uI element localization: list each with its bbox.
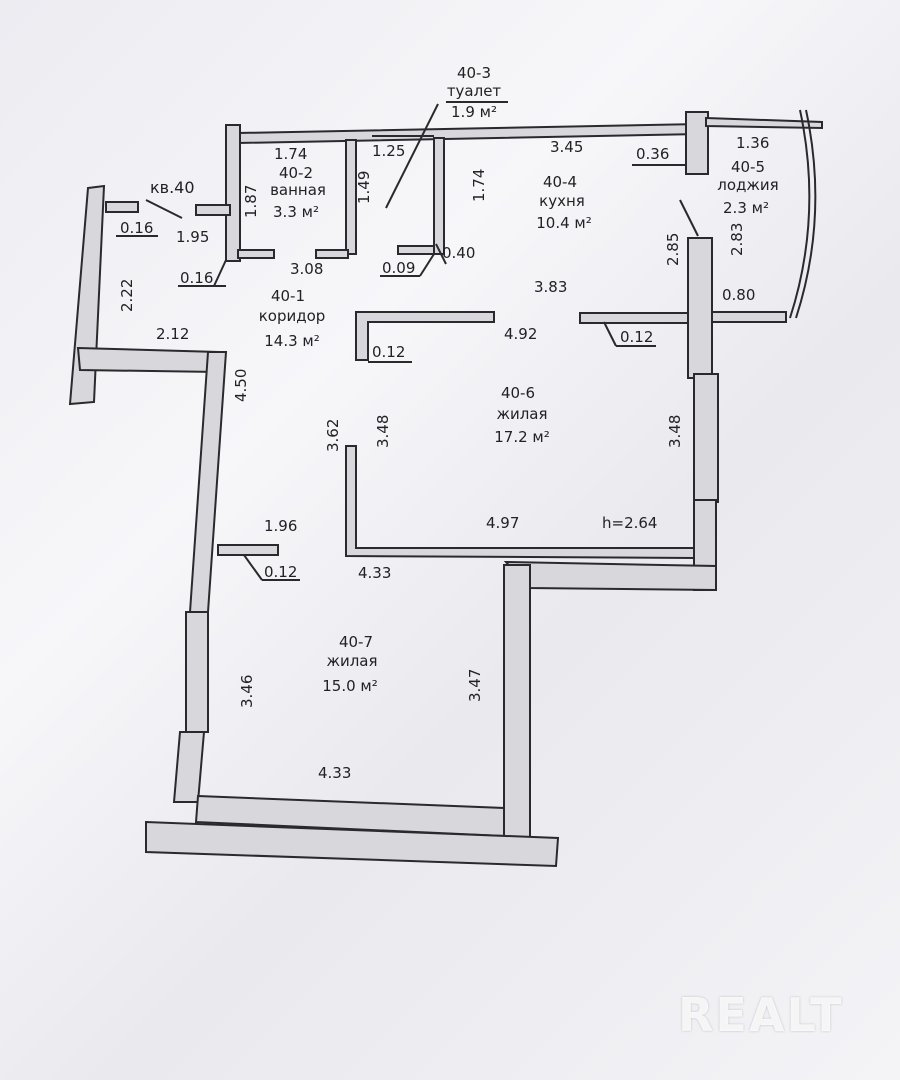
leader-lines xyxy=(116,101,699,581)
step-wall xyxy=(503,560,717,592)
realt-watermark-logo: REALT xyxy=(678,988,844,1042)
svg-text:3.08: 3.08 xyxy=(290,260,323,278)
svg-text:0.16: 0.16 xyxy=(180,269,213,287)
svg-text:4.33: 4.33 xyxy=(318,764,351,782)
svg-text:0.80: 0.80 xyxy=(722,286,755,304)
living-partition xyxy=(345,445,695,560)
right-window xyxy=(693,373,719,503)
svg-text:2.83: 2.83 xyxy=(728,223,746,256)
room-40-6: 40-6 жилая 17.2 м² xyxy=(494,384,550,446)
loggia-curve-inner xyxy=(795,109,817,319)
svg-text:туалет: туалет xyxy=(447,82,502,100)
svg-text:3.48: 3.48 xyxy=(374,415,392,448)
svg-text:40-1: 40-1 xyxy=(271,287,305,305)
svg-text:0.36: 0.36 xyxy=(636,145,669,163)
svg-text:1.95: 1.95 xyxy=(176,228,209,246)
svg-text:17.2 м²: 17.2 м² xyxy=(494,428,550,446)
svg-text:3.48: 3.48 xyxy=(666,415,684,448)
svg-text:0.12: 0.12 xyxy=(620,328,653,346)
svg-text:40-3: 40-3 xyxy=(457,64,491,82)
room-40-2: 40-2 ванная 3.3 м² xyxy=(270,164,326,221)
svg-text:1.49: 1.49 xyxy=(355,171,373,204)
svg-text:1.74: 1.74 xyxy=(274,145,307,163)
bath-door-stub-2 xyxy=(315,249,349,259)
walls xyxy=(68,109,823,868)
svg-text:1.9 м²: 1.9 м² xyxy=(451,103,497,121)
svg-text:2.12: 2.12 xyxy=(156,325,189,343)
svg-text:кухня: кухня xyxy=(539,192,585,210)
svg-text:2.22: 2.22 xyxy=(118,279,136,312)
svg-text:3.47: 3.47 xyxy=(466,669,484,702)
bath-door-stub xyxy=(237,249,275,259)
room-40-4: 40-4 кухня 10.4 м² xyxy=(536,173,592,232)
svg-text:40-6: 40-6 xyxy=(501,384,535,402)
corridor-left-wall xyxy=(188,351,228,613)
ceiling-height: h=2.64 xyxy=(602,514,657,532)
room-40-7: 40-7 жилая 15.0 м² xyxy=(322,633,378,695)
svg-text:3.83: 3.83 xyxy=(534,278,567,296)
svg-text:0.40: 0.40 xyxy=(442,244,475,262)
svg-text:10.4 м²: 10.4 м² xyxy=(536,214,592,232)
svg-text:14.3 м²: 14.3 м² xyxy=(264,332,320,350)
svg-text:3.62: 3.62 xyxy=(324,419,342,452)
lower-room-stub xyxy=(217,544,279,556)
svg-text:жилая: жилая xyxy=(326,652,377,670)
svg-text:3.45: 3.45 xyxy=(550,138,583,156)
wc-door-stub xyxy=(397,245,435,255)
svg-text:40-2: 40-2 xyxy=(279,164,313,182)
corridor-partition xyxy=(355,311,495,361)
flat-label: кв.40 xyxy=(150,178,195,197)
left-lower-wall xyxy=(172,731,206,803)
bath-left-wall xyxy=(225,124,241,262)
svg-text:жилая: жилая xyxy=(496,405,547,423)
svg-text:15.0 м²: 15.0 м² xyxy=(322,677,378,695)
entry-stub-2 xyxy=(105,201,139,213)
svg-text:2.85: 2.85 xyxy=(664,233,682,266)
entry-niche xyxy=(76,346,219,374)
loggia-top-rail xyxy=(705,116,823,130)
svg-text:0.12: 0.12 xyxy=(372,343,405,361)
svg-text:4.33: 4.33 xyxy=(358,564,391,582)
svg-text:1.25: 1.25 xyxy=(372,142,405,160)
room-40-5: 40-5 лоджия 2.3 м² xyxy=(717,158,778,217)
svg-text:0.09: 0.09 xyxy=(382,259,415,277)
svg-text:3.3 м²: 3.3 м² xyxy=(273,203,319,221)
svg-text:4.92: 4.92 xyxy=(504,325,537,343)
bath-wc-wall xyxy=(345,139,357,255)
loggia-bottom-rail xyxy=(709,311,787,323)
left-window xyxy=(185,611,209,733)
svg-text:4.97: 4.97 xyxy=(486,514,519,532)
bottom-slab xyxy=(145,820,560,868)
wc-kitchen-wall xyxy=(433,137,445,255)
top-wall xyxy=(237,122,701,145)
right-wall-upper xyxy=(687,237,713,379)
svg-text:4.50: 4.50 xyxy=(232,369,250,402)
svg-text:2.3 м²: 2.3 м² xyxy=(723,199,769,217)
svg-text:3.46: 3.46 xyxy=(238,675,256,708)
room-40-1: 40-1 коридор 14.3 м² xyxy=(259,287,326,350)
svg-text:1.96: 1.96 xyxy=(264,517,297,535)
entry-left-wall xyxy=(68,184,106,406)
entry-stub xyxy=(195,204,231,216)
svg-text:0.12: 0.12 xyxy=(264,563,297,581)
svg-text:40-4: 40-4 xyxy=(543,173,577,191)
bottom-right-pier xyxy=(503,564,531,838)
svg-text:лоджия: лоджия xyxy=(717,176,778,194)
svg-text:ванная: ванная xyxy=(270,181,326,199)
svg-text:1.74: 1.74 xyxy=(470,169,488,202)
svg-text:0.16: 0.16 xyxy=(120,219,153,237)
room-40-3: 40-3 туалет 1.9 м² xyxy=(447,64,502,121)
svg-text:коридор: коридор xyxy=(259,307,326,325)
dimension-labels: 1.74 1.25 3.45 0.36 1.36 0.80 0.16 1.95 … xyxy=(118,134,769,782)
kitchen-partition xyxy=(579,312,689,324)
svg-text:40-5: 40-5 xyxy=(731,158,765,176)
kitchen-window-block xyxy=(685,111,709,175)
svg-text:40-7: 40-7 xyxy=(339,633,373,651)
svg-text:1.87: 1.87 xyxy=(242,185,260,218)
svg-text:1.36: 1.36 xyxy=(736,134,769,152)
loggia-curve xyxy=(789,109,811,319)
